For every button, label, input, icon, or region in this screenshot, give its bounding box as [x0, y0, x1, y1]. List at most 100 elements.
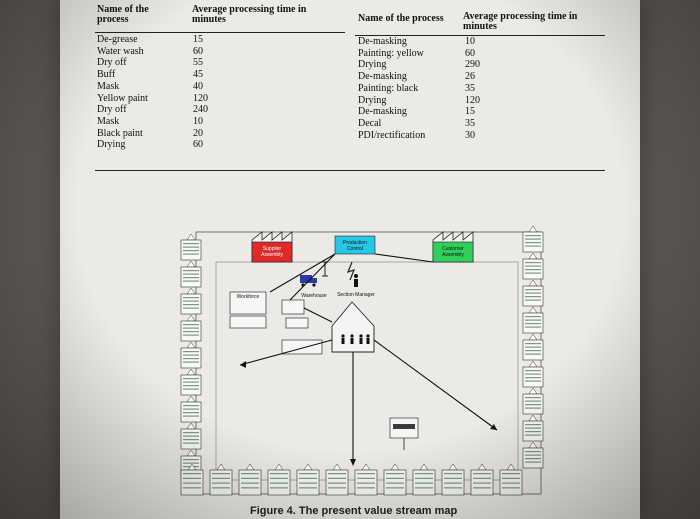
table-right-process-name: Painting: yellow — [358, 47, 424, 59]
process-card — [354, 463, 378, 496]
table-left: Name of the process — [97, 5, 177, 25]
supplier-box — [251, 241, 293, 263]
supervision-house — [331, 301, 375, 353]
table-right-process-name: De-masking — [358, 36, 407, 47]
arrow-head-right — [490, 424, 497, 430]
process-card — [522, 441, 544, 469]
table-left-header-name: Name of the process — [97, 4, 149, 25]
table-right-process-time: 15 — [465, 106, 475, 118]
process-card — [180, 368, 202, 396]
process-card — [412, 463, 436, 496]
process-card — [180, 260, 202, 288]
process-card — [180, 287, 202, 315]
table-right-process-time: 35 — [465, 82, 475, 94]
table-right-process-name: De-masking — [358, 71, 407, 83]
figure-caption: Figure 4. The present value stream map — [250, 505, 458, 517]
arrow-head-down — [350, 459, 356, 466]
table-right-process-name: Painting: black — [358, 82, 419, 94]
table-right-process-name: Decal — [358, 117, 382, 129]
customer-label: Customer Assembly — [442, 246, 464, 258]
table-right-process-name: De-masking — [358, 106, 407, 118]
table-left-process-name: Mask — [97, 115, 120, 127]
table-right-time-col: Average processing time in minutes — [463, 12, 603, 32]
table-left-process-name: Buff — [97, 69, 116, 81]
process-card — [470, 463, 494, 496]
workforce-label: Workforce — [236, 294, 260, 300]
process-card — [296, 463, 320, 496]
kanban-post-box — [281, 299, 305, 315]
left-process-cards — [180, 233, 202, 477]
table-left-process-time: 60 — [193, 45, 203, 57]
table-right-process-name: Drying — [358, 59, 387, 71]
flow-arrows — [239, 253, 498, 462]
table-right-process-time: 35 — [465, 117, 475, 129]
process-card — [209, 463, 233, 496]
process-card — [267, 463, 291, 496]
process-card — [441, 463, 465, 496]
table-right-header-time: Average processing time in minutes — [463, 11, 578, 32]
table-right-header-name: Name of the process — [358, 13, 444, 24]
process-card — [522, 414, 544, 442]
table-left-process-time: 20 — [193, 127, 203, 139]
supplier-label: Supplier Assembly — [261, 246, 283, 258]
table-right-process-time: 120 — [465, 94, 480, 106]
table-right-process-name: Drying — [358, 94, 387, 106]
process-card — [522, 306, 544, 334]
table-left-process-time: 55 — [193, 57, 203, 69]
table-left-process-time: 60 — [193, 139, 203, 151]
process-card — [180, 341, 202, 369]
table-left-process-name: Yellow paint — [97, 92, 148, 104]
production-control-box — [334, 235, 376, 255]
customer-box — [432, 241, 474, 263]
customer-factory-icon — [432, 231, 474, 263]
table-left-process-time: 120 — [193, 92, 208, 104]
warehouse-label: Warehouse — [301, 293, 327, 299]
table-right-process-time: 30 — [465, 129, 475, 141]
warehouse-box — [229, 291, 267, 315]
table-left-header-rule — [95, 32, 345, 33]
process-card — [180, 233, 202, 261]
process-card — [522, 360, 544, 388]
right-process-cards — [522, 225, 544, 469]
table-left-process-name: Black paint — [97, 127, 143, 139]
process-card — [180, 422, 202, 450]
table-right-process-time: 290 — [465, 59, 480, 71]
process-card — [522, 333, 544, 361]
supplier-factory-icon — [251, 231, 293, 263]
table-left-process-name: Water wash — [97, 45, 144, 57]
process-card — [522, 387, 544, 415]
table-left-process-time: 40 — [193, 80, 203, 92]
table-left-header-time: Average processing time in minutes — [192, 4, 307, 25]
table-right-process-time: 10 — [465, 36, 475, 47]
section-manager-icon — [354, 274, 358, 287]
process-card — [180, 395, 202, 423]
arrow-head-left — [240, 361, 246, 368]
table-left-process-name: Dry off — [97, 104, 127, 116]
production-control-label: Production Control — [343, 240, 367, 252]
table-right-process-time: 60 — [465, 47, 475, 59]
process-card — [180, 314, 202, 342]
process-card — [180, 463, 204, 496]
electronic-info-icon — [346, 261, 356, 281]
section-manager-label: Section Manager — [337, 292, 375, 298]
process-card — [522, 252, 544, 280]
process-card — [522, 279, 544, 307]
table-left-process-name: Dry off — [97, 57, 127, 69]
table-left-process-name: De-grease — [97, 34, 138, 45]
warehouse-sub-box — [229, 315, 267, 329]
table-left-process-time: 240 — [193, 104, 208, 116]
table-right-header-rule — [355, 35, 605, 36]
table-left-process-time: 10 — [193, 115, 203, 127]
table-left-process-time: 15 — [193, 34, 203, 45]
process-card — [383, 463, 407, 496]
table-right-process-time: 26 — [465, 71, 475, 83]
schedule-box — [285, 317, 309, 329]
table-right-process-name: PDI/rectification — [358, 129, 426, 141]
bottom-process-cards — [180, 463, 523, 496]
process-card — [522, 225, 544, 253]
